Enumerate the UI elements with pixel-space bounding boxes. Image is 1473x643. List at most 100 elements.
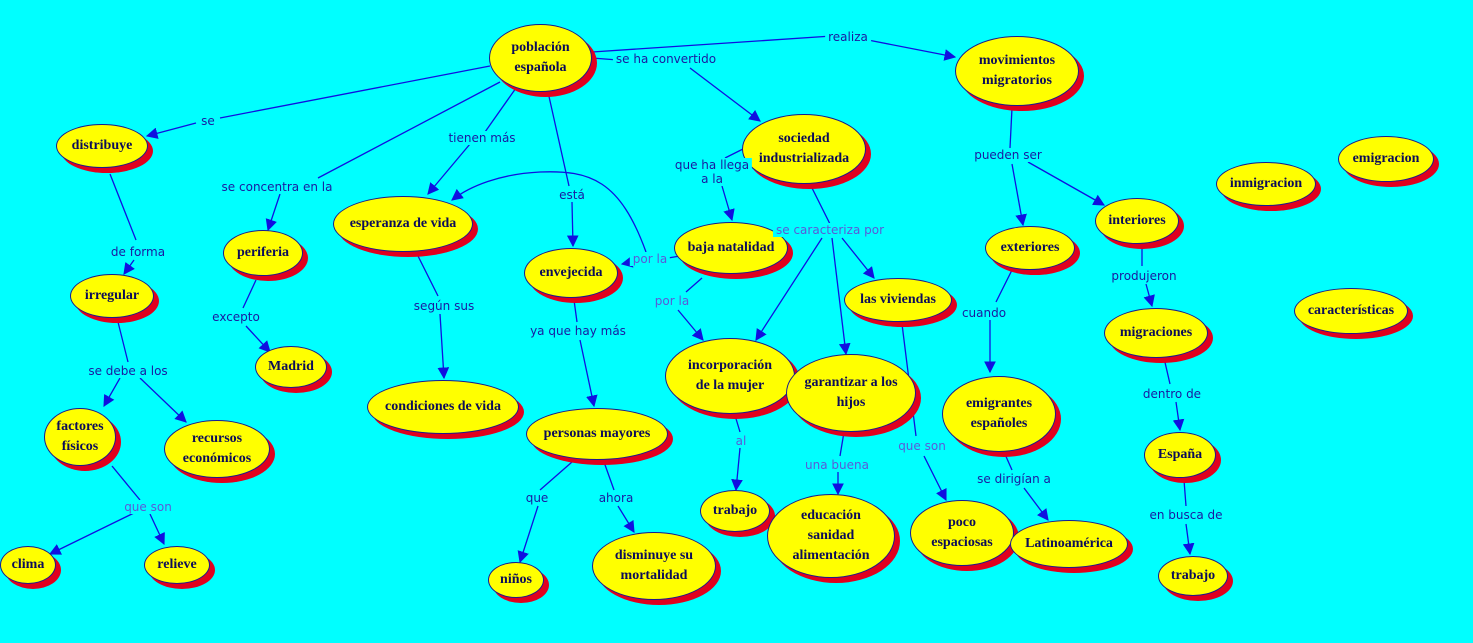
link-esta-envejecida [566, 201, 579, 248]
node-personas[interactable]: personas mayores [526, 408, 668, 460]
link-personas-ahora [603, 461, 615, 491]
node-sociedad[interactable]: sociedad industrializada [742, 114, 866, 184]
label-se-caracteriza: se caracteriza por [773, 223, 887, 237]
link-personas-que [539, 461, 573, 491]
node-factores[interactable]: factores físicos [44, 408, 116, 466]
node-disminuye[interactable]: disminuye su mortalidad [592, 532, 716, 600]
node-baja-natalidad[interactable]: baja natalidad [674, 222, 788, 274]
node-inmigracion[interactable]: inmigracion [1216, 162, 1316, 206]
node-emigrantes[interactable]: emigrantes españoles [942, 376, 1056, 452]
link-sociedad-llega [724, 147, 746, 159]
node-condiciones[interactable]: condiciones de vida [367, 380, 519, 434]
link-poblacion-movimientos [591, 35, 833, 53]
label-segun-sus: según sus [410, 299, 478, 313]
node-latinoamerica[interactable]: Latinoamérica [1010, 520, 1128, 568]
label-dentro-de: dentro de [1139, 387, 1205, 401]
link-caracteriza-garantizar [831, 237, 851, 356]
link-caracteriza-incorporacion [755, 237, 823, 341]
link-poblacion-concentra [317, 81, 501, 179]
link-porla2-incorporacion [677, 309, 704, 341]
link-incorporacion-al [733, 411, 741, 433]
node-madrid[interactable]: Madrid [255, 346, 327, 388]
link-espana-busca [1183, 479, 1187, 507]
link-excepto-madrid [245, 325, 271, 353]
link-poblacion-se [219, 65, 491, 119]
label-tienen-mas: tienen más [445, 131, 519, 145]
label-una-buena: una buena [802, 458, 872, 472]
node-caracteristicas[interactable]: características [1294, 288, 1408, 334]
link-curve-esperanza [451, 171, 647, 253]
link-distribuye-forma [109, 173, 137, 241]
label-ya-que: ya que hay más [527, 324, 629, 338]
node-poco-espaciosas[interactable]: poco espaciosas [910, 500, 1014, 566]
label-en-busca: en busca de [1146, 508, 1226, 522]
label-se-concentra: se concentra en la [218, 180, 336, 194]
label-al: al [732, 434, 750, 448]
node-distribuye[interactable]: distribuye [56, 124, 148, 168]
link-poblacion-esta [547, 91, 570, 187]
link-produjeron-migraciones [1143, 283, 1155, 308]
link-concentra-periferia [265, 193, 281, 232]
node-educacion[interactable]: educación sanidad alimentación [767, 494, 895, 578]
link-segun-condiciones [437, 313, 450, 380]
link-pueden-interiores [1027, 161, 1106, 206]
label-realiza: realiza [825, 30, 871, 44]
link-tienen-esperanza [427, 143, 471, 195]
label-de-forma: de forma [107, 245, 169, 259]
node-relieve[interactable]: relieve [144, 546, 210, 584]
link-ahora-disminuye [617, 505, 635, 533]
link-sociedad-caracteriza [811, 187, 831, 225]
link-garantizar-buena [839, 431, 845, 457]
link-busca-trabajo [1182, 523, 1195, 556]
link-se-distribuye [145, 122, 197, 139]
link-periferia-excepto [242, 279, 257, 309]
node-esperanza[interactable]: esperanza de vida [333, 196, 473, 252]
node-migraciones[interactable]: migraciones [1104, 308, 1208, 358]
node-espana[interactable]: España [1144, 432, 1216, 478]
node-trabajo-mujer[interactable]: trabajo [700, 490, 770, 532]
node-periferia[interactable]: periferia [223, 230, 303, 276]
link-exteriores-cuando [995, 269, 1013, 303]
label-esta: está [556, 188, 588, 202]
link-envejecida-yaque [573, 299, 578, 323]
link-dentro-espana [1172, 401, 1185, 432]
node-irregular[interactable]: irregular [70, 274, 154, 318]
label-excepto: excepto [209, 310, 263, 324]
link-pueden-exteriores [1011, 163, 1027, 227]
node-interiores[interactable]: interiores [1095, 198, 1179, 244]
label-que: que [522, 491, 552, 505]
link-queson-poco [923, 455, 947, 502]
node-trabajo-espana[interactable]: trabajo [1158, 556, 1228, 596]
node-movimientos[interactable]: movimientos migratorios [955, 36, 1079, 106]
label-que-son-2: que son [895, 439, 949, 453]
label-pueden-ser: pueden ser [971, 148, 1045, 162]
node-exteriores[interactable]: exteriores [985, 226, 1075, 270]
link-poblacion-tienen [484, 87, 517, 133]
label-que-ha-llegado: que ha llega a la [671, 158, 753, 186]
link-debe-recursos [139, 377, 187, 423]
label-que-son-1: que son [121, 500, 175, 514]
link-queson-relieve [149, 513, 165, 546]
node-ninos[interactable]: niños [488, 562, 544, 598]
node-poblacion[interactable]: población española [489, 24, 592, 92]
link-forma-irregular [123, 259, 135, 275]
node-emigracion[interactable]: emigracion [1338, 136, 1434, 182]
link-llega-natalidad [721, 185, 735, 222]
link-convertido-sociedad [689, 67, 761, 122]
label-cuando: cuando [958, 306, 1010, 320]
link-dirigian-latino [1023, 487, 1049, 521]
link-movimientos-pueden [1009, 107, 1013, 149]
label-se-debe: se debe a los [85, 364, 171, 378]
node-recursos[interactable]: recursos económicos [164, 420, 270, 478]
node-envejecida[interactable]: envejecida [524, 248, 618, 298]
link-factores-queson [111, 465, 141, 501]
node-incorporacion[interactable]: incorporación de la mujer [665, 338, 795, 414]
link-que-ninos [517, 505, 539, 564]
label-se-dirigian: se dirigían a [974, 472, 1054, 486]
node-clima[interactable]: clima [0, 546, 56, 584]
node-garantizar[interactable]: garantizar a los hijos [786, 354, 916, 432]
node-viviendas[interactable]: las viviendas [844, 278, 952, 322]
link-esperanza-segun [417, 255, 439, 297]
